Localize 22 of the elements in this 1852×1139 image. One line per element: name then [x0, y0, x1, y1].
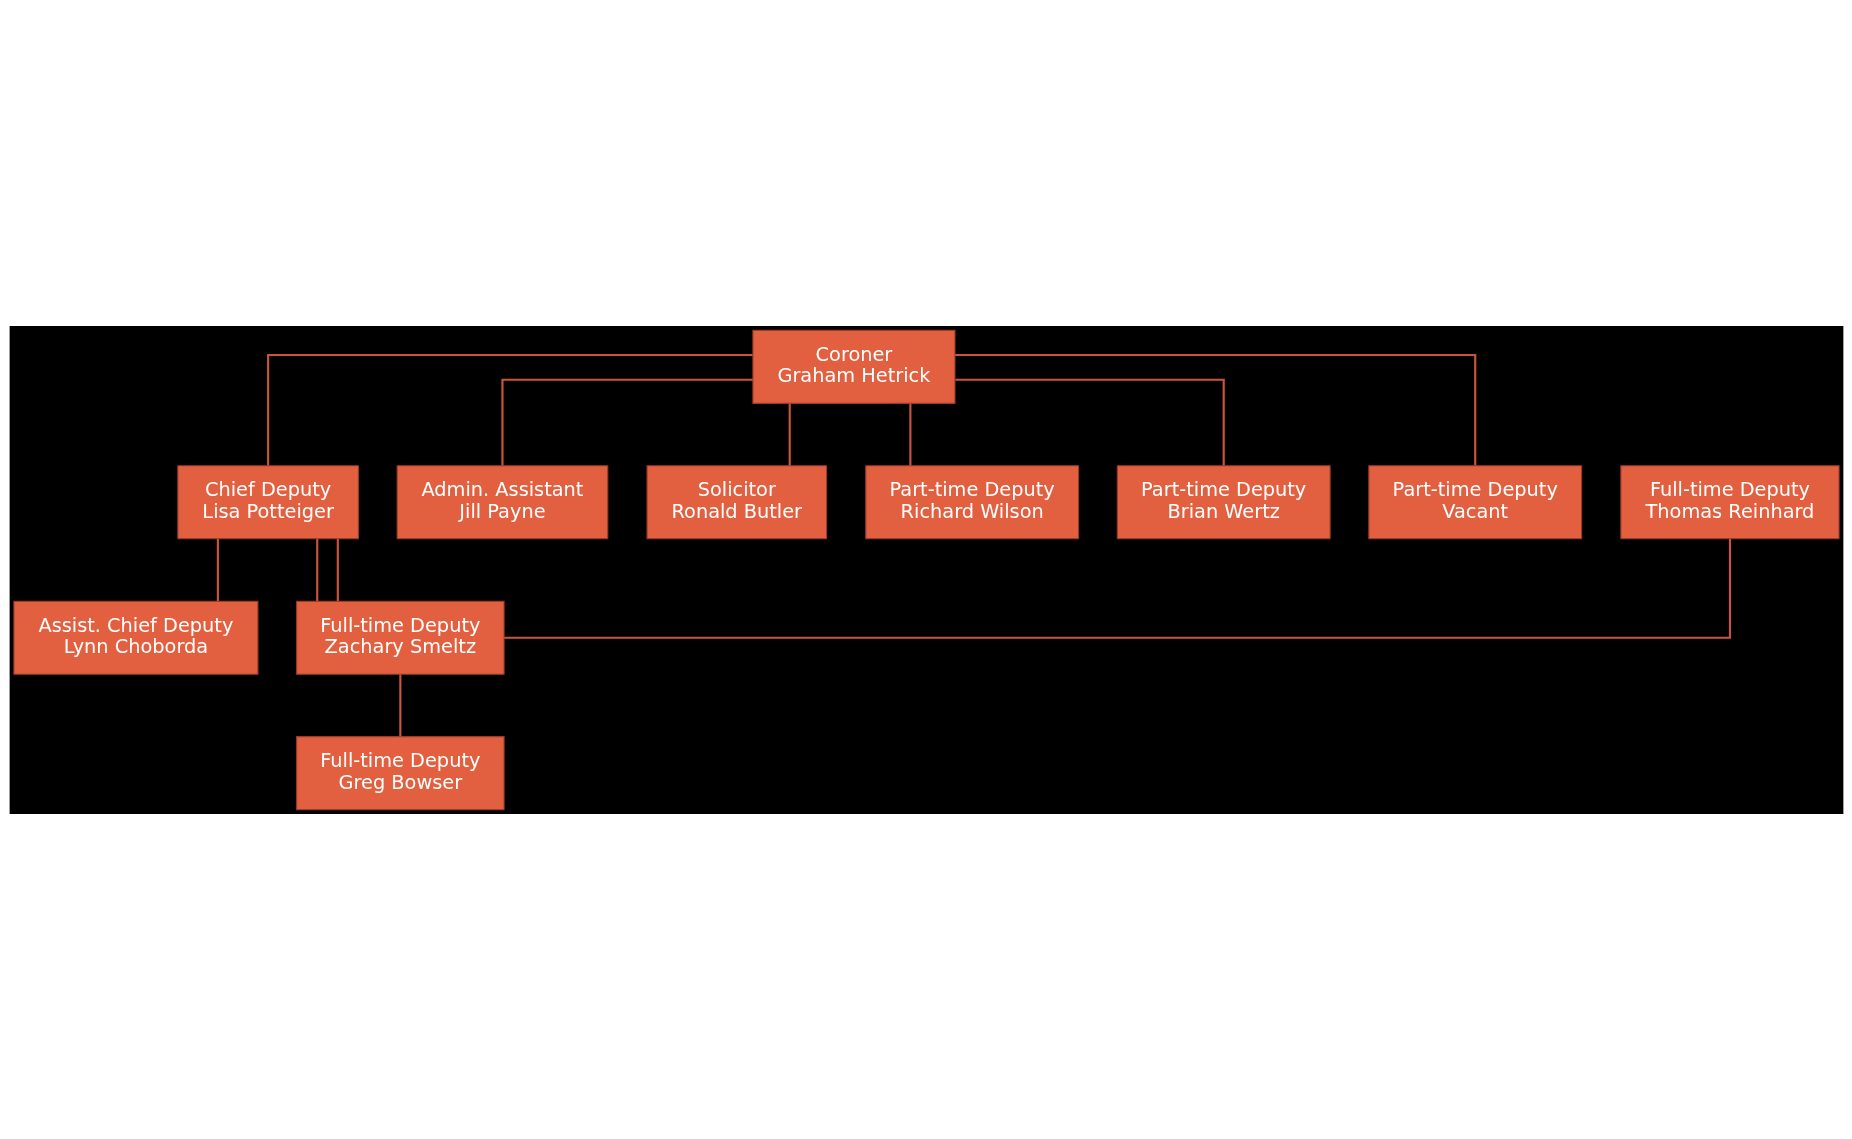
node-box: Assist. Chief Deputy Lynn Choborda	[12, 600, 258, 675]
connector	[398, 673, 401, 736]
node-box: Admin. Assistant Jill Payne	[396, 464, 608, 539]
connector	[216, 538, 219, 601]
connector	[954, 353, 1476, 465]
connector	[266, 353, 753, 465]
connector	[908, 403, 911, 466]
node-box: Full-time Deputy Zachary Smeltz	[295, 600, 505, 675]
connector	[315, 538, 318, 601]
connector	[954, 378, 1225, 465]
connector	[500, 378, 753, 465]
node-box: Part-time Deputy Brian Wertz	[1116, 464, 1331, 539]
node-box: Part-time Deputy Vacant	[1367, 464, 1582, 539]
node-box: Coroner Graham Hetrick	[751, 329, 955, 404]
connector	[503, 538, 1731, 639]
node-box: Part-time Deputy Richard Wilson	[864, 464, 1079, 539]
node-box: Solicitor Ronald Butler	[646, 464, 827, 539]
connector	[336, 538, 339, 601]
connector	[788, 403, 791, 466]
node-box: Full-time Deputy Greg Bowser	[295, 735, 505, 810]
node-box: Full-time Deputy Thomas Reinhard	[1619, 464, 1840, 539]
node-box: Chief Deputy Lisa Potteiger	[176, 464, 359, 539]
